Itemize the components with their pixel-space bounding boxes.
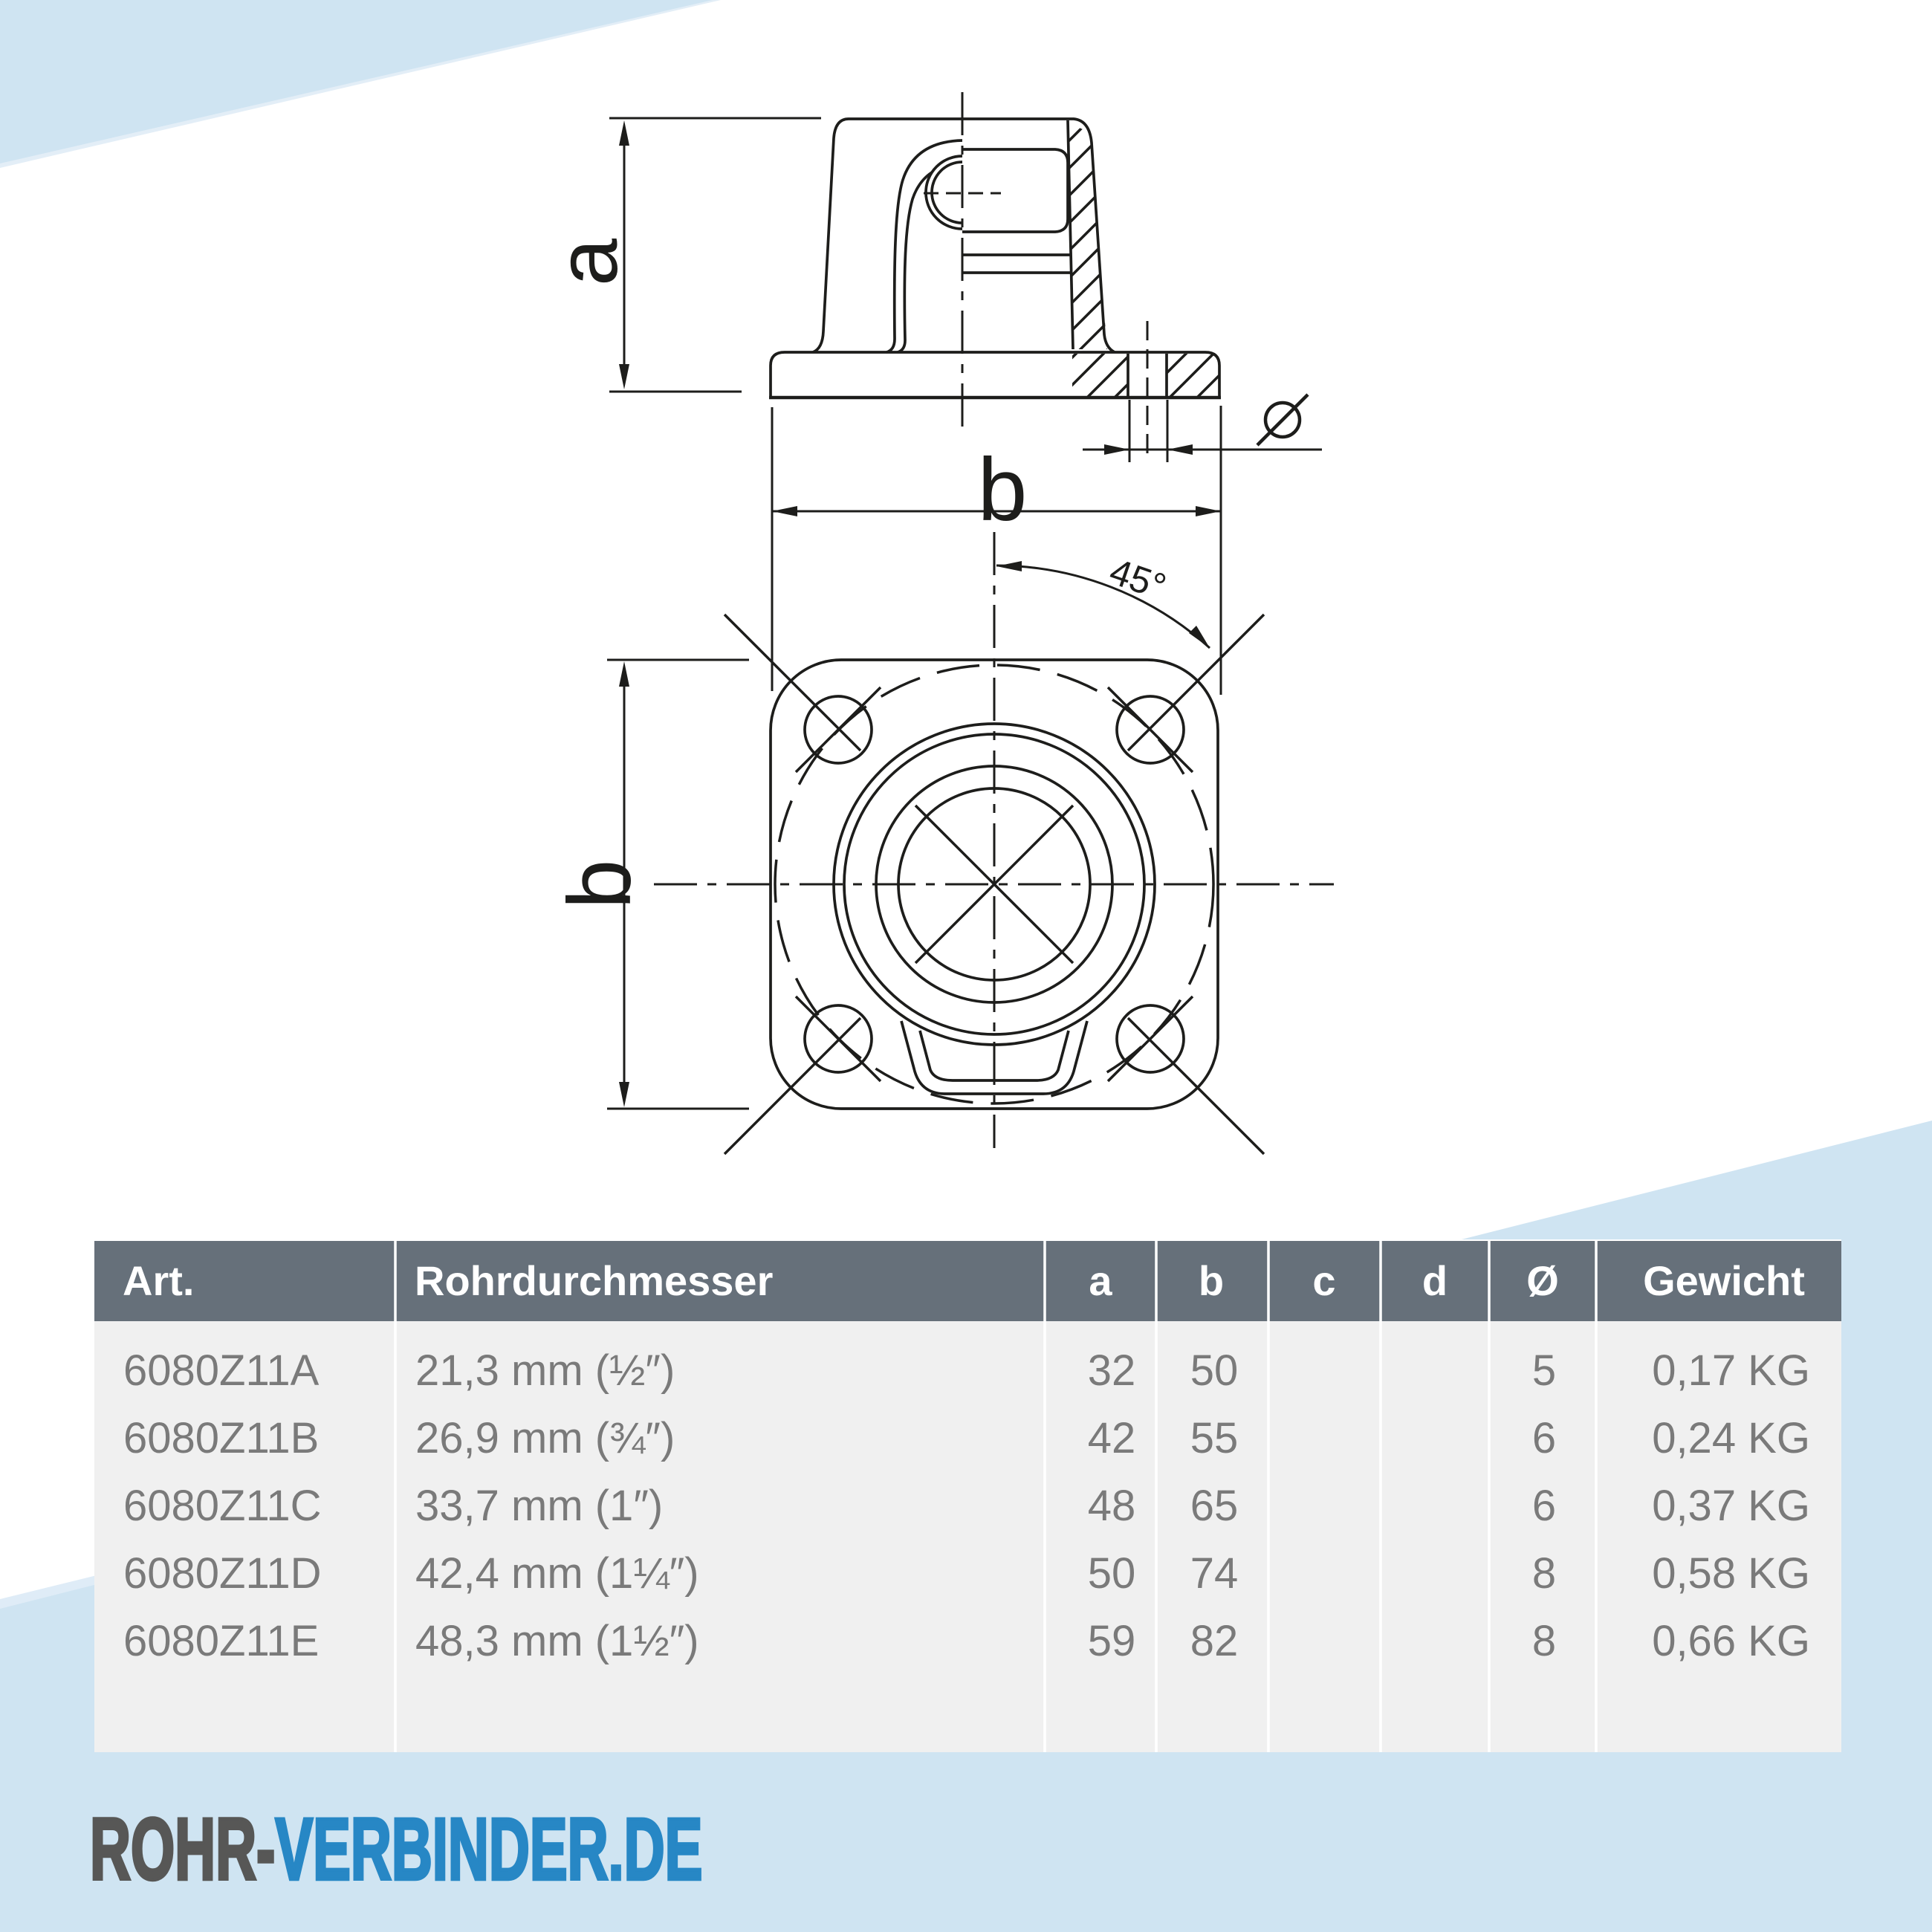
svg-text:c: c: [1312, 1257, 1335, 1304]
svg-text:6: 6: [1532, 1414, 1556, 1462]
svg-text:65: 65: [1190, 1482, 1239, 1530]
svg-text:a: a: [540, 239, 635, 286]
svg-text:50: 50: [1190, 1346, 1239, 1395]
svg-text:82: 82: [1190, 1617, 1239, 1665]
svg-text:8: 8: [1532, 1549, 1556, 1598]
svg-text:6080Z11B: 6080Z11B: [123, 1414, 319, 1462]
svg-text:42: 42: [1088, 1414, 1136, 1462]
svg-text:6080Z11E: 6080Z11E: [123, 1617, 319, 1665]
svg-text:42,4 mm (1¼″): 42,4 mm (1¼″): [415, 1549, 699, 1598]
svg-text:8: 8: [1532, 1617, 1556, 1665]
svg-text:Gewicht: Gewicht: [1643, 1257, 1805, 1304]
svg-text:b: b: [550, 860, 649, 910]
svg-text:50: 50: [1088, 1549, 1136, 1598]
svg-text:59: 59: [1088, 1617, 1136, 1665]
svg-text:d: d: [1422, 1257, 1448, 1304]
svg-text:6080Z11D: 6080Z11D: [123, 1549, 322, 1598]
svg-text:Art.: Art.: [123, 1257, 194, 1304]
svg-text:21,3 mm (½″): 21,3 mm (½″): [415, 1346, 675, 1395]
svg-text:55: 55: [1190, 1414, 1239, 1462]
svg-text:45°: 45°: [1104, 550, 1171, 608]
svg-text:6080Z11A: 6080Z11A: [123, 1346, 320, 1395]
svg-text:Ø: Ø: [1526, 1257, 1559, 1304]
svg-text:0,37 KG: 0,37 KG: [1652, 1482, 1810, 1530]
svg-text:0,24 KG: 0,24 KG: [1652, 1414, 1810, 1462]
svg-text:32: 32: [1088, 1346, 1136, 1395]
svg-text:0,17 KG: 0,17 KG: [1652, 1346, 1810, 1395]
svg-text:5: 5: [1532, 1346, 1556, 1395]
svg-text:6080Z11C: 6080Z11C: [123, 1482, 322, 1530]
svg-text:b: b: [1199, 1257, 1224, 1304]
svg-text:74: 74: [1190, 1549, 1239, 1598]
svg-text:26,9 mm (¾″): 26,9 mm (¾″): [415, 1414, 675, 1462]
svg-text:33,7 mm (1″): 33,7 mm (1″): [415, 1482, 663, 1530]
svg-text:b: b: [978, 440, 1028, 539]
svg-text:0,66 KG: 0,66 KG: [1652, 1617, 1810, 1665]
svg-text:a: a: [1089, 1257, 1112, 1304]
svg-text:6: 6: [1532, 1482, 1556, 1530]
svg-text:ROHR-VERBINDER.DE: ROHR-VERBINDER.DE: [90, 1800, 702, 1899]
svg-text:0,58 KG: 0,58 KG: [1652, 1549, 1810, 1598]
svg-text:48: 48: [1088, 1482, 1136, 1530]
svg-text:Rohrdurchmesser: Rohrdurchmesser: [415, 1257, 773, 1304]
svg-text:48,3 mm (1½″): 48,3 mm (1½″): [415, 1617, 699, 1665]
